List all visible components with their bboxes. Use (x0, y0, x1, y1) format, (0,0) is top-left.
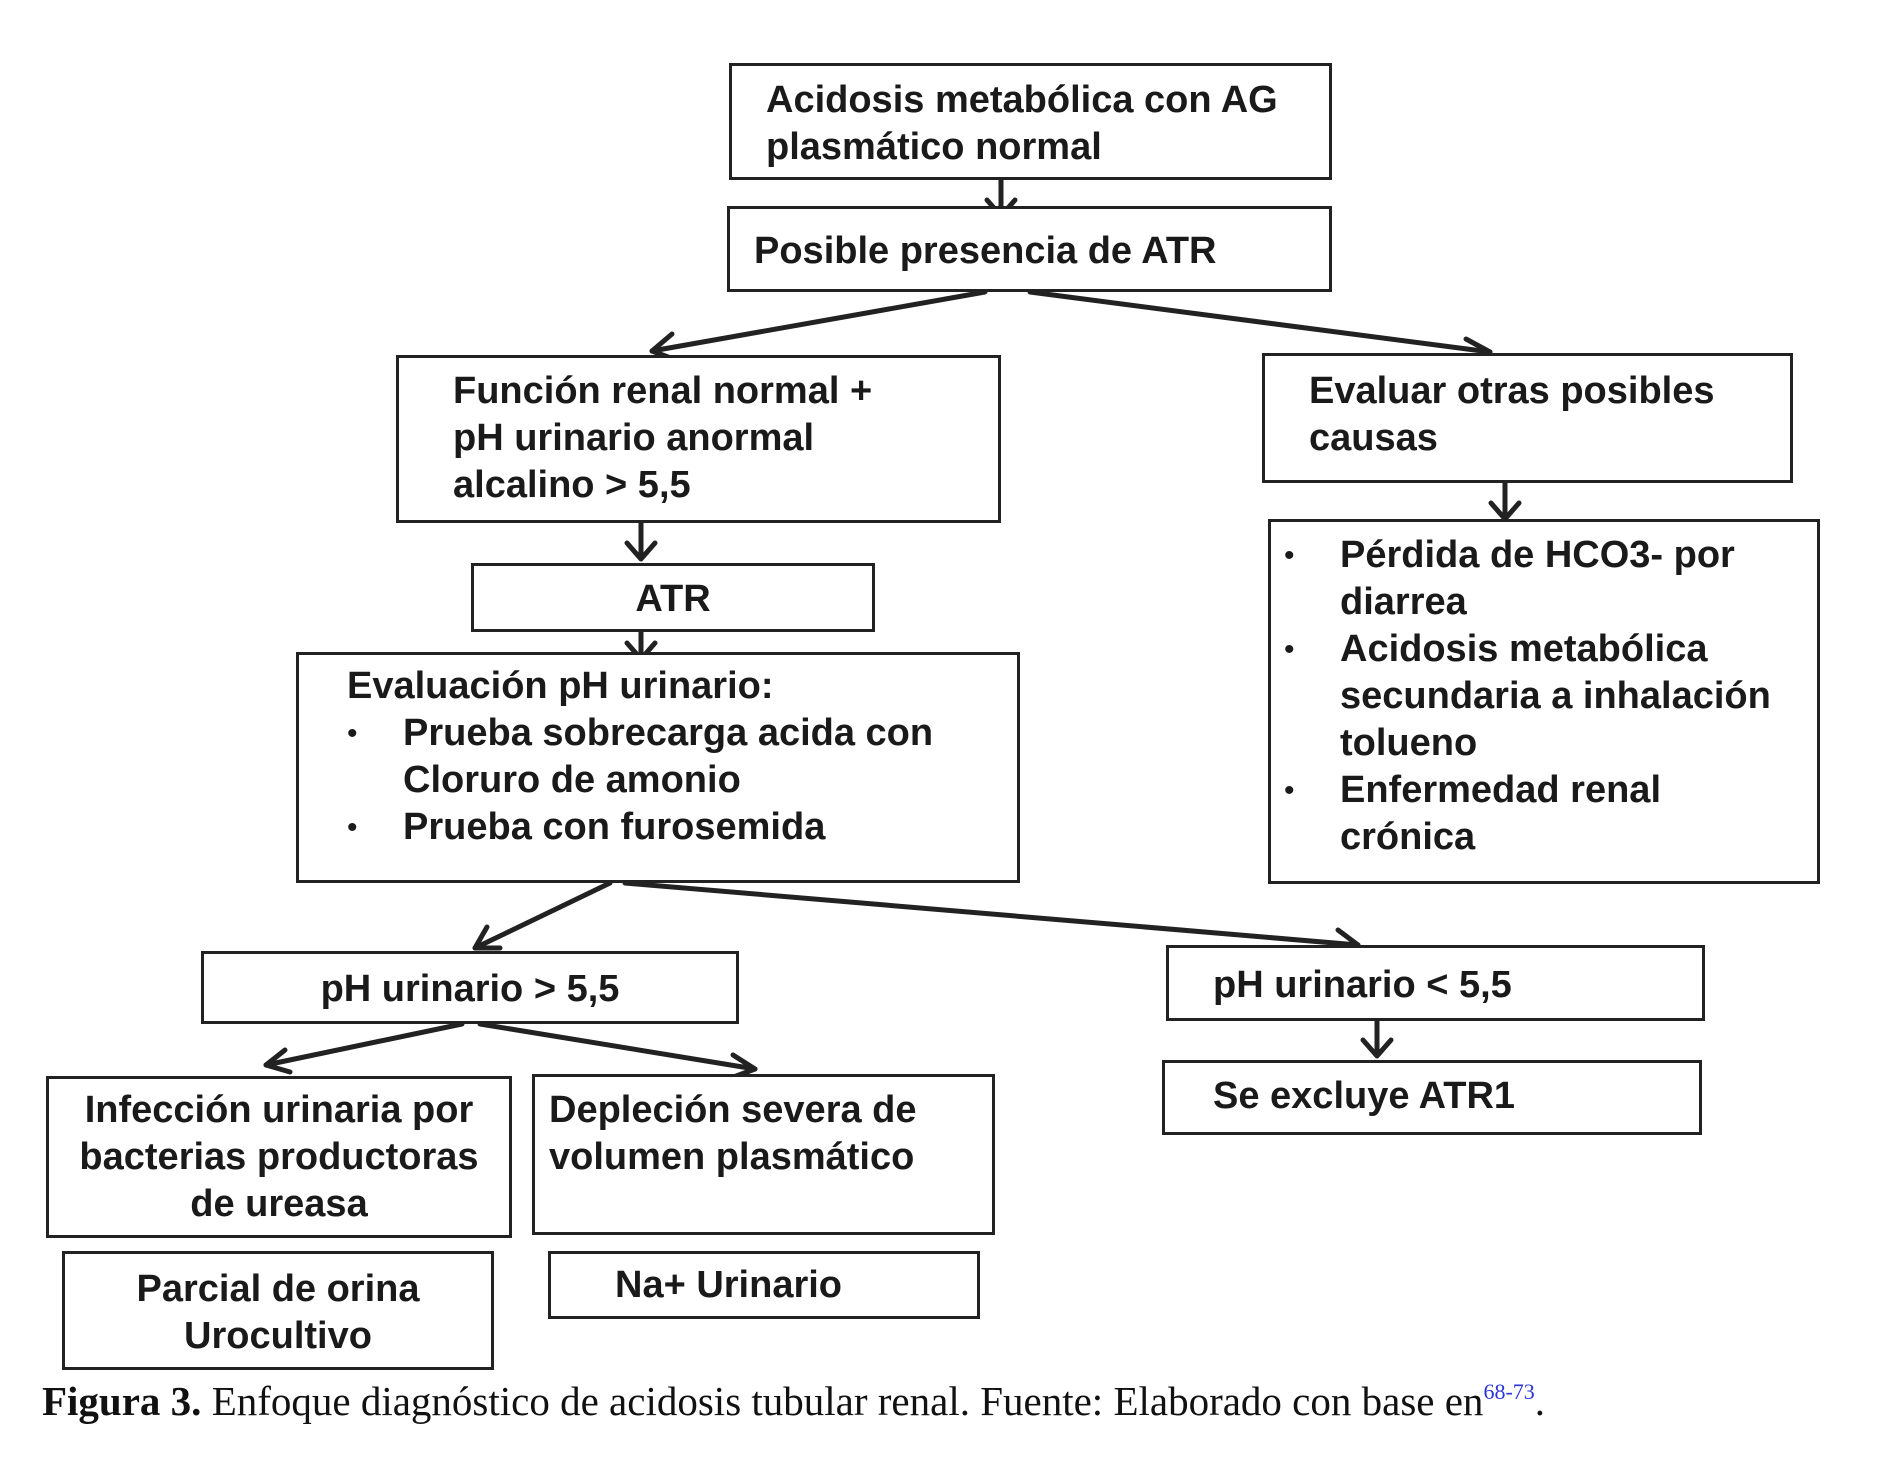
evaluacion-ph-item: • Prueba con furosemida (347, 804, 1017, 851)
node-evaluar-otras-line-2: causas (1309, 417, 1438, 459)
node-evaluacion-ph: Evaluación pH urinario: • Prueba sobreca… (296, 652, 1020, 883)
arrow-ph-mayor-to-deplecion (477, 1021, 758, 1072)
evaluacion-ph-item: • Prueba sobrecarga acida con Cloruro de… (347, 710, 1017, 804)
figure-caption: Figura 3. Enfoque diagnóstico de acidosi… (42, 1377, 1545, 1425)
otras-causas-list: • Pérdida de HCO3- por diarrea • Acidosi… (1284, 532, 1817, 861)
evaluacion-ph-title: Evaluación pH urinario: (347, 665, 774, 707)
evaluacion-ph-list: • Prueba sobrecarga acida con Cloruro de… (347, 710, 1017, 851)
arrow-posible-to-evaluar (1027, 289, 1493, 355)
node-posible-atr-line-1: Posible presencia de ATR (754, 230, 1217, 272)
node-funcion-renal-line-3: alcalino > 5,5 (453, 464, 691, 506)
caption-references: 68-73 (1483, 1379, 1535, 1404)
arrow-evaluacion-to-ph-mayor (472, 880, 613, 951)
evaluacion-ph-item-2-line-1: Prueba con furosemida (403, 806, 826, 848)
arrow-ph-mayor-to-infeccion (263, 1021, 465, 1068)
bullet-icon: • (1284, 633, 1295, 666)
node-posible-atr: Posible presencia de ATR (727, 206, 1332, 292)
node-acidosis: Acidosis metabólica con AG plasmático no… (729, 63, 1332, 180)
caption-label: Figura 3. (42, 1378, 202, 1424)
node-deplecion: Depleción severa de volumen plasmático (532, 1074, 995, 1235)
node-ph-mayor: pH urinario > 5,5 (201, 951, 739, 1024)
bullet-icon: • (1284, 774, 1295, 807)
otras-causas-item: • Enfermedad renal crónica (1284, 767, 1817, 861)
node-infeccion: Infección urinaria por bacterias product… (46, 1076, 512, 1238)
node-infeccion-line-1: Infección urinaria por (84, 1089, 474, 1131)
node-deplecion-line-2: volumen plasmático (549, 1136, 915, 1178)
node-ph-menor: pH urinario < 5,5 (1166, 945, 1705, 1021)
otras-causas-item-2-line-2: secundaria a inhalación (1340, 675, 1771, 717)
node-funcion-renal-line-2: pH urinario anormal (453, 417, 815, 459)
caption-end: . (1534, 1378, 1546, 1424)
node-parcial: Parcial de orina Urocultivo (62, 1251, 494, 1370)
node-ph-mayor-line-1: pH urinario > 5,5 (320, 968, 620, 1010)
evaluacion-ph-item-1-line-1: Prueba sobrecarga acida con (403, 712, 934, 754)
node-parcial-line-1: Parcial de orina (136, 1268, 420, 1310)
node-acidosis-line-2: plasmático normal (766, 126, 1102, 168)
node-deplecion-line-1: Depleción severa de (549, 1089, 917, 1131)
node-excluye: Se excluye ATR1 (1162, 1060, 1702, 1135)
node-evaluar-otras-line-1: Evaluar otras posibles (1309, 370, 1715, 412)
node-ph-menor-line-1: pH urinario < 5,5 (1213, 964, 1512, 1006)
node-atr: ATR (471, 563, 875, 632)
otras-causas-item-3-line-1: Enfermedad renal (1340, 769, 1661, 811)
caption-text: Enfoque diagnóstico de acidosis tubular … (201, 1378, 1484, 1424)
node-infeccion-line-3: de ureasa (190, 1183, 368, 1225)
otras-causas-item-1-line-1: Pérdida de HCO3- por (1340, 534, 1735, 576)
node-otras-causas: • Pérdida de HCO3- por diarrea • Acidosi… (1268, 519, 1820, 884)
otras-causas-item: • Acidosis metabólica secundaria a inhal… (1284, 626, 1817, 767)
evaluacion-ph-item-1-line-2: Cloruro de amonio (403, 759, 741, 801)
otras-causas-item-3-line-2: crónica (1340, 816, 1476, 858)
bullet-icon: • (347, 717, 358, 750)
node-atr-line-1: ATR (635, 578, 711, 620)
node-acidosis-line-1: Acidosis metabólica con AG (766, 79, 1278, 121)
node-excluye-line-1: Se excluye ATR1 (1213, 1075, 1516, 1117)
bullet-icon: • (347, 811, 358, 844)
otras-causas-item: • Pérdida de HCO3- por diarrea (1284, 532, 1817, 626)
arrow-evaluacion-to-ph-menor (622, 880, 1361, 948)
node-na-urinario-line-1: Na+ Urinario (615, 1264, 843, 1306)
node-evaluar-otras: Evaluar otras posibles causas (1262, 353, 1793, 483)
otras-causas-item-2-line-1: Acidosis metabólica (1340, 628, 1708, 670)
arrow-posible-to-funcion (649, 289, 988, 354)
node-funcion-renal: Función renal normal + pH urinario anorm… (396, 355, 1001, 523)
otras-causas-item-2-line-3: tolueno (1340, 722, 1478, 764)
node-parcial-line-2: Urocultivo (184, 1315, 372, 1357)
otras-causas-item-1-line-2: diarrea (1340, 581, 1467, 623)
node-infeccion-line-2: bacterias productoras (79, 1136, 479, 1178)
bullet-icon: • (1284, 539, 1295, 572)
node-funcion-renal-line-1: Función renal normal + (453, 370, 873, 412)
node-na-urinario: Na+ Urinario (548, 1251, 980, 1319)
